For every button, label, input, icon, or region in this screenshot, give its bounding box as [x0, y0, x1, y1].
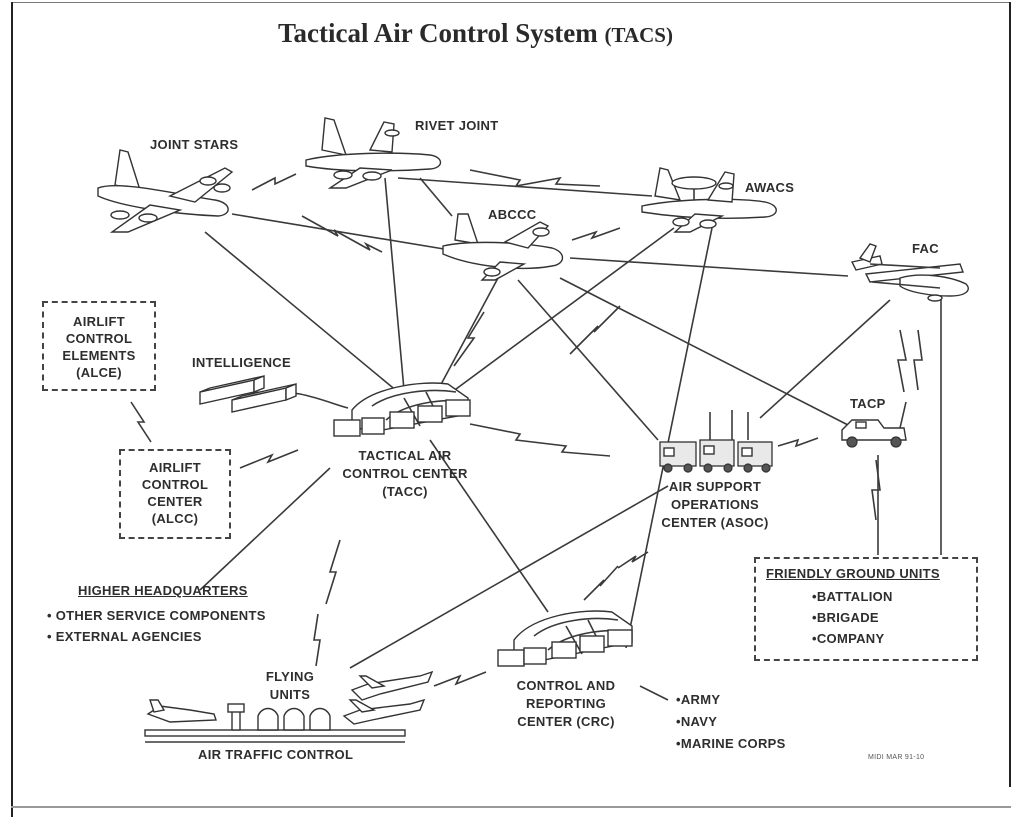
radio-flying-crc: [433, 671, 487, 687]
link-rivet-tacc: [384, 177, 405, 391]
flying-units-line-1: FLYING: [265, 669, 315, 684]
alce-line-2: CONTROL: [65, 331, 133, 346]
alce-line-3: ELEMENTS: [62, 348, 136, 363]
rivet-joint-aircraft: [305, 117, 442, 189]
link-awacs-crc: [625, 227, 713, 649]
air-traffic-control-label: AIR TRAFFIC CONTROL: [198, 747, 354, 762]
tacc-line-3: (TACC): [382, 484, 428, 499]
link-fac-asoc: [759, 299, 891, 419]
radio-tacc-flying: [325, 539, 341, 605]
page-border-bottom: [11, 806, 1011, 808]
service-item-1: •ARMY: [676, 692, 721, 707]
radio-asoc-tacp: [777, 437, 819, 448]
radio-abccc-tacc: [453, 311, 485, 367]
radio-jstars-abccc: [301, 215, 383, 253]
fac-aircraft: [850, 243, 969, 302]
joint-stars-aircraft: [97, 149, 234, 233]
awacs-label: AWACS: [745, 180, 795, 195]
link-rivet-abccc: [419, 177, 453, 217]
fac-label: FAC: [912, 241, 939, 256]
page-border-right: [1009, 2, 1011, 787]
link-tacc-crc: [429, 439, 549, 613]
service-item-2: •NAVY: [676, 714, 718, 729]
service-item-3: •MARINE CORPS: [676, 736, 786, 751]
alcc-line-1: AIRLIFT: [149, 460, 201, 475]
crc-line-1: CONTROL AND: [516, 678, 616, 693]
radio-links: [130, 169, 923, 687]
alce-box: AIRLIFT CONTROL ELEMENTS (ALCE): [42, 301, 156, 391]
radio-tacc-awacs: [569, 305, 621, 355]
footnote: MIDI MAR 91-10: [868, 754, 925, 761]
asoc-line-2: OPERATIONS: [671, 497, 759, 512]
radio-abccc-awacs: [571, 227, 621, 241]
higher-hq-item-1: • OTHER SERVICE COMPONENTS: [47, 608, 266, 623]
intelligence-shelters: [199, 374, 297, 413]
radio-tacc-asoc: [469, 423, 611, 457]
link-jstars-abccc: [231, 213, 451, 251]
fgu-item-1: •BATTALION: [812, 589, 893, 604]
tacc-line-1: TACTICAL AIR: [358, 448, 452, 463]
fgu-item-3: •COMPANY: [812, 631, 885, 646]
flying-units-line-2: UNITS: [269, 687, 311, 702]
abccc-label: ABCCC: [488, 207, 537, 222]
radio-alcc-tacc: [239, 449, 299, 469]
radio-tacp-fgu: [871, 459, 881, 521]
connection-lines: [199, 177, 942, 701]
radio-asoc-crc: [583, 565, 619, 601]
tacc-line-2: CONTROL CENTER: [342, 466, 468, 481]
radio-jstars-rivet: [251, 173, 297, 191]
higher-hq-heading: HIGHER HEADQUARTERS: [78, 583, 248, 598]
crc-line-3: CENTER (CRC): [517, 714, 615, 729]
abccc-aircraft: [442, 213, 564, 281]
link-jstars-tacc: [204, 231, 399, 393]
asoc-line-1: AIR SUPPORT: [668, 479, 762, 494]
tacc-shelters: [333, 382, 471, 437]
link-crc-services: [639, 685, 669, 701]
friendly-ground-units-box: FRIENDLY GROUND UNITS •BATTALION •BRIGAD…: [754, 557, 978, 661]
page-border-left: [11, 2, 13, 817]
crc-line-2: REPORTING: [526, 696, 606, 711]
radio-fac-tacp: [897, 329, 907, 393]
intelligence-label: INTELLIGENCE: [192, 355, 291, 370]
radio-fac-tacp-b: [913, 329, 923, 391]
alcc-line-4: (ALCC): [151, 511, 199, 526]
flying-units-jets: [146, 670, 434, 725]
link-asoc-flying: [349, 485, 669, 669]
link-abccc-tacp: [559, 277, 849, 426]
link-awacs-tacc: [451, 227, 675, 393]
tacp-vehicle: [841, 401, 907, 448]
diagram-title: Tactical Air Control System (TACS): [278, 18, 673, 49]
alce-line-4: (ALCE): [76, 365, 122, 380]
alcc-line-2: CONTROL: [141, 477, 209, 492]
higher-hq-item-2: • EXTERNAL AGENCIES: [47, 629, 202, 644]
tacp-label: TACP: [850, 396, 886, 411]
fgu-heading: FRIENDLY GROUND UNITS: [766, 566, 940, 581]
radio-flying-down: [313, 613, 321, 667]
alce-line-1: AIRLIFT: [73, 314, 125, 329]
page-border-top: [11, 2, 1011, 3]
link-abccc-fac: [569, 257, 849, 277]
air-traffic-control-base: [144, 703, 406, 743]
asoc-vehicles: [659, 439, 773, 473]
fgu-item-2: •BRIGADE: [812, 610, 879, 625]
crc-shelters: [497, 610, 633, 667]
radio-crc-asoc-b: [617, 551, 649, 569]
link-abccc-asoc: [517, 279, 659, 441]
joint-stars-label: JOINT STARS: [150, 137, 239, 152]
link-abccc-tacc: [437, 277, 499, 391]
rivet-joint-label: RIVET JOINT: [415, 118, 499, 133]
title-main: Tactical Air Control System: [278, 18, 598, 48]
alcc-box: AIRLIFT CONTROL CENTER (ALCC): [119, 449, 231, 539]
link-tacc-hhq: [199, 467, 331, 591]
link-rivet-awacs: [397, 177, 653, 197]
asoc-line-3: CENTER (ASOC): [661, 515, 769, 530]
awacs-aircraft: [641, 167, 777, 233]
alcc-line-3: CENTER: [147, 494, 203, 509]
radio-rivet-awacs: [469, 169, 601, 188]
title-abbr: (TACS): [604, 23, 673, 47]
radio-alce-alcc: [130, 401, 152, 443]
